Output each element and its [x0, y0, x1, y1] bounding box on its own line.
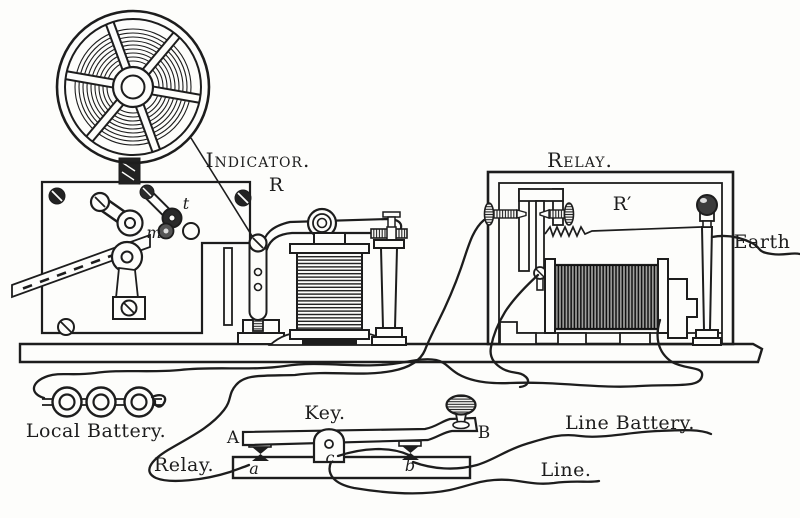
- part-m-label: m: [146, 223, 161, 242]
- indicator-ref: R: [269, 174, 284, 196]
- adjusting-pillar: [370, 211, 408, 346]
- plate-screws: [48, 187, 252, 336]
- earth-label: Earth: [734, 231, 791, 253]
- tape-coil: [74, 28, 192, 146]
- terminal-ball: [696, 194, 718, 216]
- local-battery-cells: [42, 386, 167, 418]
- key-contact-wire: [336, 447, 411, 458]
- indicator-mechanism: [89, 184, 200, 320]
- indicator-armature: [223, 207, 403, 345]
- local-battery-label: Local Battery.: [26, 420, 166, 442]
- indicator-plate: [40, 180, 252, 335]
- key-title: Key.: [304, 402, 345, 424]
- baseboard: [18, 342, 764, 364]
- relay-unit: [483, 170, 735, 346]
- line-label: Line.: [541, 459, 592, 481]
- armature-beam: [260, 217, 403, 251]
- line-wire: [328, 460, 601, 495]
- contact-c-label: c: [326, 448, 335, 467]
- armature-bracket: [223, 247, 233, 326]
- telegraph-key: [231, 394, 479, 480]
- local-circuit-wire: [32, 318, 704, 400]
- tape-guide-line: [190, 137, 258, 245]
- labels: Indicator. R Relay. R′ Earth Local Batte…: [26, 148, 790, 481]
- relay-title: Relay.: [547, 148, 613, 172]
- line-battery-label: Line Battery.: [565, 412, 695, 434]
- line-battery-wire: [411, 429, 713, 470]
- key-right-label: B: [478, 423, 491, 443]
- indicator-title: Indicator.: [206, 148, 311, 172]
- relay-armature-wire: [489, 273, 540, 389]
- key-left-label: A: [226, 428, 240, 448]
- left-contact-screw: [483, 202, 495, 226]
- wires: [32, 218, 800, 495]
- plate-hole: [182, 222, 200, 240]
- relay-armature: [483, 188, 702, 291]
- tape-reel: [55, 9, 211, 165]
- relay-coil: [499, 258, 698, 345]
- key-knob: [445, 394, 477, 416]
- reel-spokes: [65, 21, 201, 153]
- reel-rim: [55, 9, 211, 165]
- contact-b-label: b: [405, 456, 415, 475]
- contact-a-label: a: [249, 459, 259, 478]
- coil-windings: [296, 251, 363, 331]
- right-contact-screw: [563, 202, 575, 226]
- relay-wire-label: Relay.: [154, 454, 214, 476]
- earth-wire: [710, 234, 800, 256]
- relay-ref: R′: [613, 193, 632, 215]
- relay-wire: [148, 218, 486, 483]
- indicator-coil: [267, 232, 393, 346]
- earth-terminal: [692, 194, 722, 346]
- key-lever: [241, 416, 479, 447]
- part-t-label: t: [183, 194, 190, 213]
- indicator-unit: [11, 9, 408, 346]
- relay-spring: [544, 224, 702, 239]
